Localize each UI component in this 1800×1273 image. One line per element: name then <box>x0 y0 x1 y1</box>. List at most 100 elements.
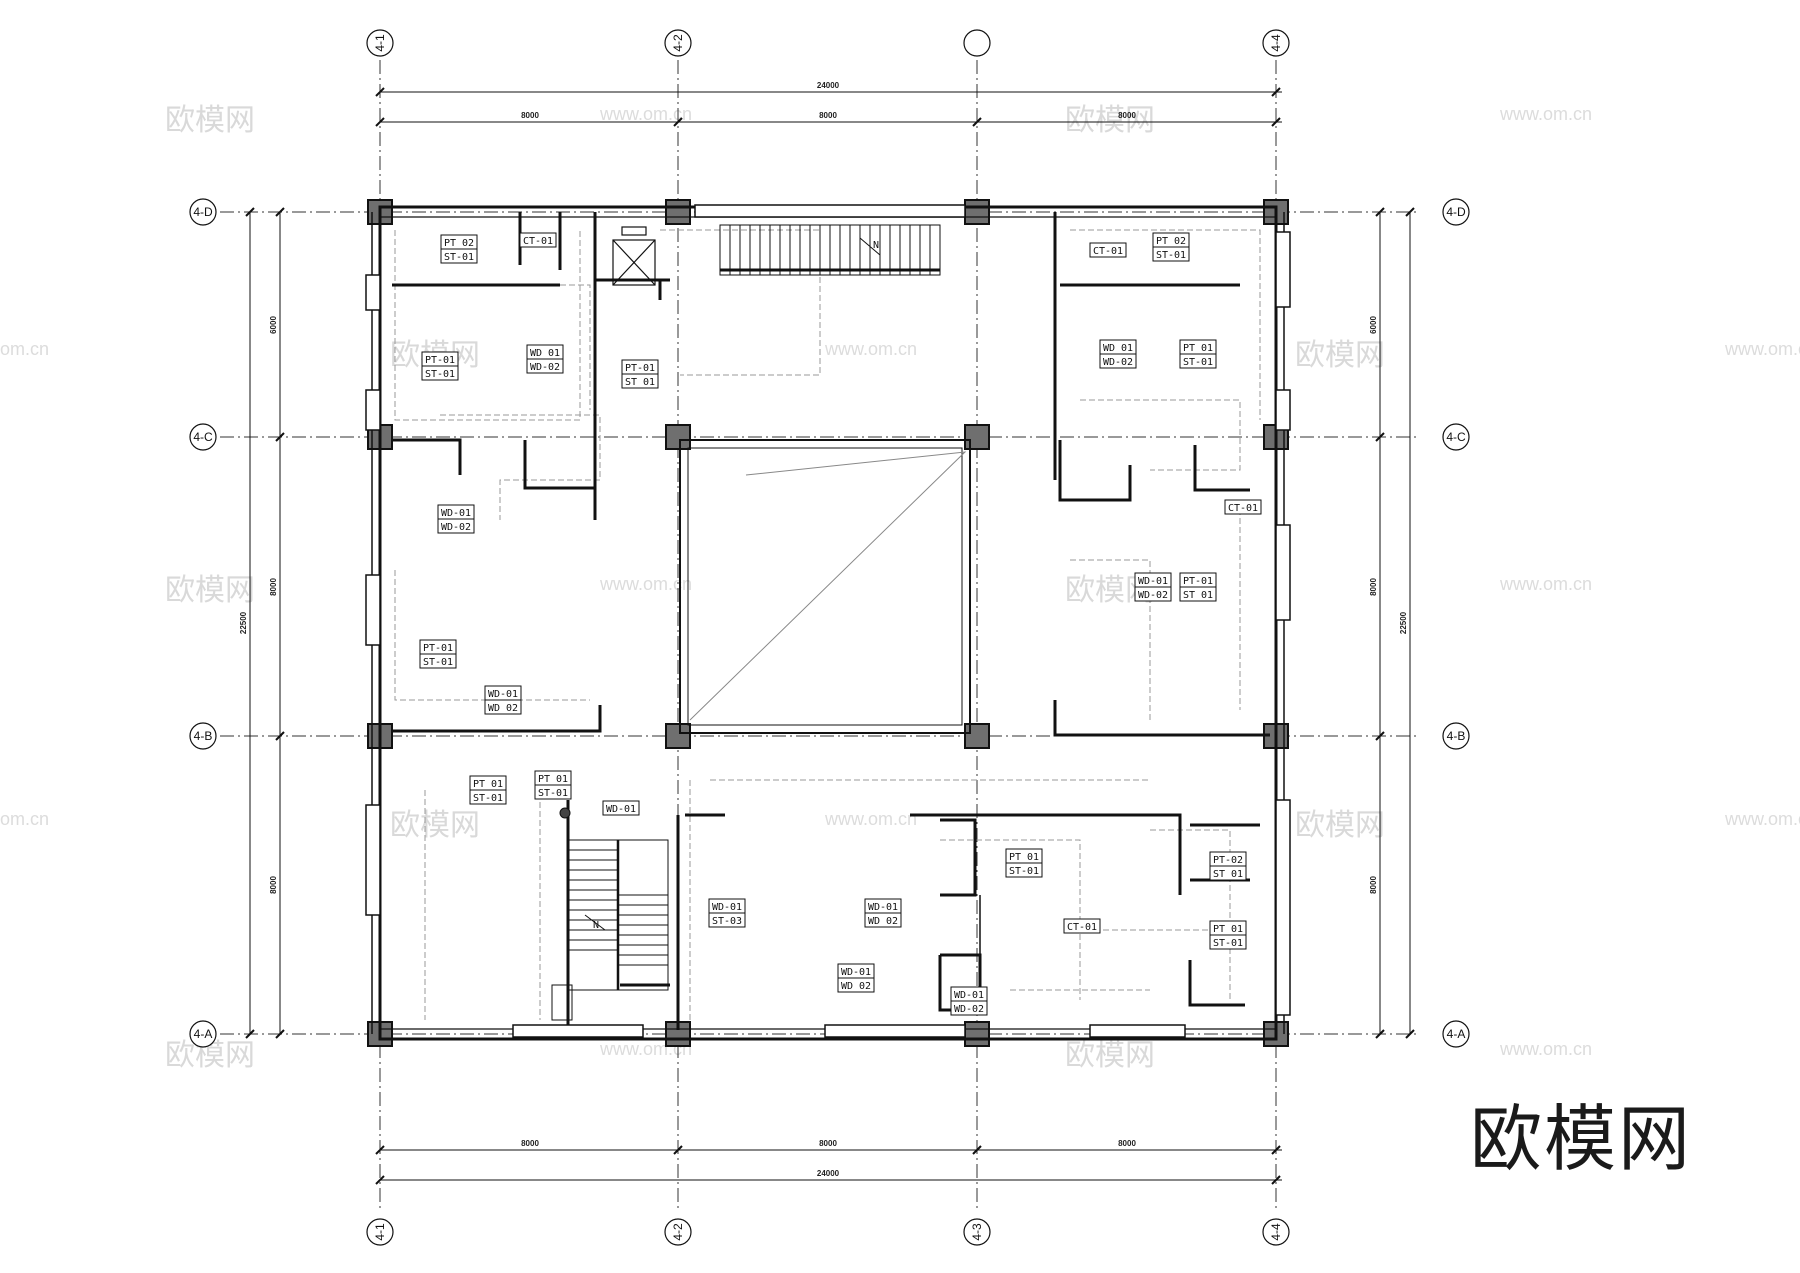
finish-tag-code: ST-01 <box>1009 866 1039 877</box>
axis-label-right: 4-B <box>1447 729 1466 743</box>
finish-tag-code: CT-01 <box>1093 246 1123 257</box>
finish-tag-box <box>1179 586 1217 602</box>
finish-tag-code: WD 02 <box>868 916 898 927</box>
finish-tag-code: PT 02 <box>1156 236 1186 247</box>
finish-tag-code: PT-02 <box>1213 855 1243 866</box>
axis-label-bottom: 4-2 <box>671 1223 685 1241</box>
finish-tag-code: ST-01 <box>425 369 455 380</box>
finish-tag-code: PT 01 <box>538 774 568 785</box>
finish-tag-code: ST-01 <box>538 788 568 799</box>
axis-label-left: 4-C <box>193 430 213 444</box>
column <box>964 199 990 225</box>
axis-label-right: 4-A <box>1447 1027 1466 1041</box>
axis-label-bottom: 4-1 <box>373 1223 387 1241</box>
finish-tag-box <box>469 789 507 805</box>
axis-bubble-bottom <box>1262 1218 1290 1246</box>
finish-tag-code: ST 01 <box>625 377 655 388</box>
finish-tag-code: PT-01 <box>625 363 655 374</box>
finish-tag-code: WD-01 <box>868 902 898 913</box>
dim-right-segment: 8000 <box>1369 876 1378 894</box>
axis-label-bottom: 4-3 <box>970 1223 984 1241</box>
dim-left-total: 22500 <box>239 611 248 634</box>
axis-bubble-right <box>1442 1020 1470 1048</box>
axis-label-top: 4-4 <box>1269 34 1283 52</box>
finish-tag: PT 02 ST-01 <box>1152 232 1190 262</box>
axis-bubble-left <box>189 198 217 226</box>
dim-top-segment: 8000 <box>1118 111 1136 120</box>
brand-logo: 欧模网 <box>1470 1097 1693 1181</box>
finish-tag-code: ST-01 <box>423 657 453 668</box>
axis-labels: 4-1 4-2 4-4 4-1 4-2 4-3 4-4 4-D 4-C 4-B … <box>193 34 1466 1241</box>
window <box>1275 524 1291 621</box>
finish-tag-code: WD-02 <box>441 522 471 533</box>
structural-columns <box>367 199 1289 1047</box>
finish-tag-box <box>419 653 457 669</box>
watermark-brand: 欧模网 <box>165 573 255 608</box>
finish-tag-code: PT 01 <box>1183 343 1213 354</box>
finish-tag-code: PT-01 <box>423 643 453 654</box>
watermark-url: www.om.cn <box>824 809 917 829</box>
column <box>964 424 990 450</box>
finish-tag: WD-01 WD 02 <box>864 898 902 928</box>
column <box>964 723 990 749</box>
finish-tag-box <box>1209 865 1247 881</box>
axis-label-right: 4-C <box>1446 430 1466 444</box>
column <box>665 723 691 749</box>
walls <box>371 205 1285 1041</box>
finish-tag-code: ST-01 <box>444 252 474 263</box>
dim-top-total: 24000 <box>817 81 840 90</box>
watermark-brand: 欧模网 <box>1295 338 1385 373</box>
finish-tag-code: WD 01 <box>1103 343 1133 354</box>
finish-tag: CT-01 <box>1224 499 1262 515</box>
finish-tag-code: PT 01 <box>1213 924 1243 935</box>
finish-tag-box <box>621 373 659 389</box>
finish-tag-code: WD-02 <box>954 1004 984 1015</box>
finish-tag-code: ST-01 <box>1156 250 1186 261</box>
finish-tag-code: CT-01 <box>1228 503 1258 514</box>
axis-label-top: 4-2 <box>671 34 685 52</box>
finish-tag-code: WD-01 <box>441 508 471 519</box>
finish-tag-box <box>1209 934 1247 950</box>
axis-label-left: 4-B <box>194 729 213 743</box>
window <box>512 1024 644 1038</box>
window <box>694 204 966 218</box>
finish-tag-box <box>1089 242 1127 258</box>
finish-tag-code: ST-01 <box>473 793 503 804</box>
window <box>1275 799 1291 1016</box>
axis-label-left: 4-A <box>194 1027 213 1041</box>
finish-tag-box <box>950 1000 988 1016</box>
window <box>1089 1024 1186 1038</box>
elevator-shaft <box>612 226 656 286</box>
finish-tag-code: WD-01 <box>954 990 984 1001</box>
stair-top <box>719 224 941 276</box>
stair-bottom <box>551 807 669 1021</box>
axis-bubble-top <box>366 29 394 57</box>
dimension-lines <box>249 91 1411 1181</box>
finish-tag-box <box>708 912 746 928</box>
window <box>824 1024 966 1038</box>
finish-tag-code: WD-02 <box>1103 357 1133 368</box>
dim-right-segment: 8000 <box>1369 578 1378 596</box>
finish-tag-code: WD-02 <box>530 362 560 373</box>
finish-tag: CT-01 <box>1063 918 1101 934</box>
finish-tag-box <box>440 248 478 264</box>
finish-tag-code: PT-01 <box>425 355 455 366</box>
atrium-void-line <box>689 451 967 721</box>
watermark-url: www.om.cn <box>1499 104 1592 124</box>
column <box>964 1021 990 1047</box>
watermark-brand: 欧模网 <box>390 808 480 843</box>
axis-label-right: 4-D <box>1446 205 1466 219</box>
stair-north-mark: N <box>593 920 599 931</box>
finish-tag-box <box>1179 353 1217 369</box>
